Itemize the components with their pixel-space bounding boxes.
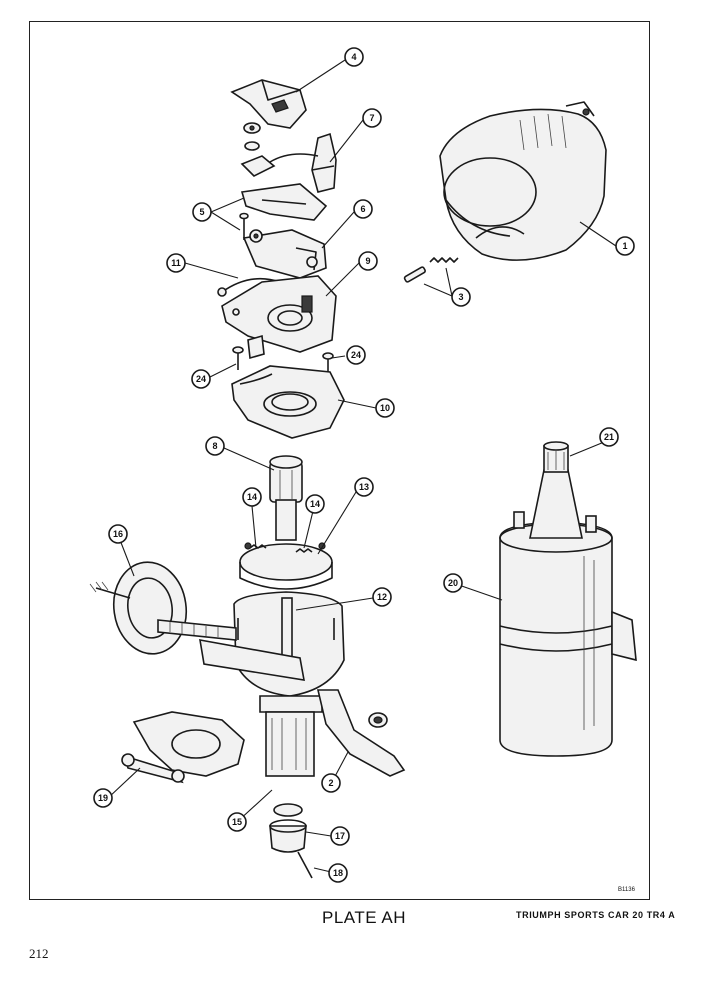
callout-24-right: 24 [346, 345, 366, 365]
svg-text:9: 9 [365, 256, 370, 266]
advance-weights-plate [239, 542, 333, 590]
callout-3: 3 [451, 287, 471, 307]
callout-4: 4 [344, 47, 364, 67]
contact-set-part [242, 229, 327, 279]
vacuum-unit [89, 561, 305, 681]
callout-2: 2 [321, 773, 341, 793]
base-plate-screws [232, 334, 334, 376]
drawing-reference: B1136 [618, 887, 635, 893]
plate-caption: TRIUMPH SPORTS CAR 20 TR4 A [516, 910, 676, 920]
callout-11: 11 [166, 253, 186, 273]
callout-17: 17 [330, 826, 350, 846]
callout-12: 12 [372, 587, 392, 607]
callout-6: 6 [353, 199, 373, 219]
svg-text:14: 14 [310, 499, 320, 509]
svg-text:17: 17 [335, 831, 345, 841]
svg-text:1: 1 [622, 241, 627, 251]
callout-16: 16 [108, 524, 128, 544]
svg-text:12: 12 [377, 592, 387, 602]
page-number: 212 [29, 946, 49, 961]
svg-text:19: 19 [98, 793, 108, 803]
cam-shaft-part [269, 455, 303, 541]
callout-8: 8 [205, 436, 225, 456]
svg-text:24: 24 [351, 350, 361, 360]
callout-10: 10 [375, 398, 395, 418]
svg-text:24: 24 [196, 374, 206, 384]
drive-dog-part [269, 803, 313, 879]
svg-text:15: 15 [232, 817, 242, 827]
svg-text:16: 16 [113, 529, 123, 539]
callout-14-right: 14 [305, 494, 325, 514]
callout-5: 5 [192, 202, 212, 222]
svg-text:18: 18 [333, 868, 343, 878]
svg-text:8: 8 [212, 441, 217, 451]
distributor-cap-part [439, 101, 607, 261]
svg-text:7: 7 [369, 113, 374, 123]
callout-20: 20 [443, 573, 463, 593]
base-plate-part [221, 275, 337, 353]
svg-text:6: 6 [360, 204, 365, 214]
svg-text:3: 3 [458, 292, 463, 302]
svg-text:4: 4 [351, 52, 356, 62]
carbon-brush-spring [403, 257, 459, 283]
clamp-bracket-part [121, 711, 245, 784]
rotor-arm-part [230, 79, 307, 129]
contact-breaker-arm [239, 183, 328, 240]
callout-7: 7 [362, 108, 382, 128]
callout-18: 18 [328, 863, 348, 883]
clamp-plate-part [316, 689, 406, 777]
svg-text:10: 10 [380, 403, 390, 413]
ignition-coil-part [499, 441, 637, 757]
svg-text:5: 5 [199, 207, 204, 217]
callout-21: 21 [599, 427, 619, 447]
svg-text:11: 11 [171, 258, 181, 268]
distributor-body [233, 591, 345, 777]
svg-text:21: 21 [604, 432, 614, 442]
condenser-part [240, 132, 337, 193]
svg-text:2: 2 [328, 778, 333, 788]
callout-1: 1 [615, 236, 635, 256]
small-fasteners [243, 122, 261, 151]
callout-15: 15 [227, 812, 247, 832]
svg-text:20: 20 [448, 578, 458, 588]
callout-9: 9 [358, 251, 378, 271]
plate-frame [29, 21, 650, 900]
fixed-base-plate [231, 365, 345, 439]
svg-text:13: 13 [359, 482, 369, 492]
callout-14-left: 14 [242, 487, 262, 507]
callout-13: 13 [354, 477, 374, 497]
svg-text:14: 14 [247, 492, 257, 502]
callout-19: 19 [93, 788, 113, 808]
callout-24-left: 24 [191, 369, 211, 389]
plate-title: PLATE AH [322, 908, 406, 927]
